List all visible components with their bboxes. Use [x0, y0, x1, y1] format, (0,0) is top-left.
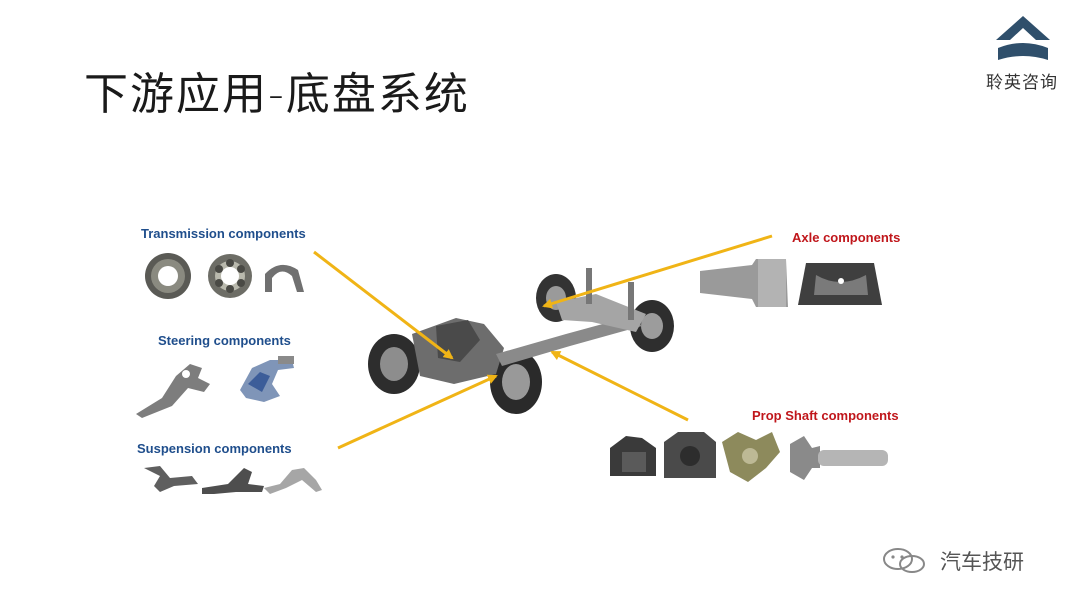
watermark-text: 汽车技研	[940, 550, 1024, 574]
transmission-components-label: Transmission components	[141, 226, 306, 241]
watermark: 汽车技研	[880, 546, 1060, 576]
axle-components-label: Axle components	[792, 230, 901, 245]
transmission-parts-image	[145, 253, 304, 299]
suspension-arrow	[337, 374, 498, 450]
steering-components-label: Steering components	[158, 333, 291, 348]
steering-parts-image	[136, 356, 294, 418]
company-logo: 聆英咨询	[972, 14, 1072, 94]
transmission-arrow	[313, 250, 454, 360]
chassis-system-image	[368, 268, 674, 414]
prop-shaft-components-label: Prop Shaft components	[752, 408, 899, 423]
suspension-components-label: Suspension components	[137, 441, 292, 456]
prop-shaft-parts-image	[610, 432, 888, 482]
suspension-parts-image	[144, 466, 322, 494]
logo-roof-icon	[996, 16, 1050, 60]
axle-arrow	[542, 234, 773, 309]
axle-parts-image	[700, 259, 882, 307]
logo-text: 聆英咨询	[986, 73, 1058, 93]
slide-title: 下游应用-底盘系统	[84, 69, 470, 120]
prop-shaft-arrow	[550, 350, 689, 422]
wechat-icon	[883, 548, 925, 573]
